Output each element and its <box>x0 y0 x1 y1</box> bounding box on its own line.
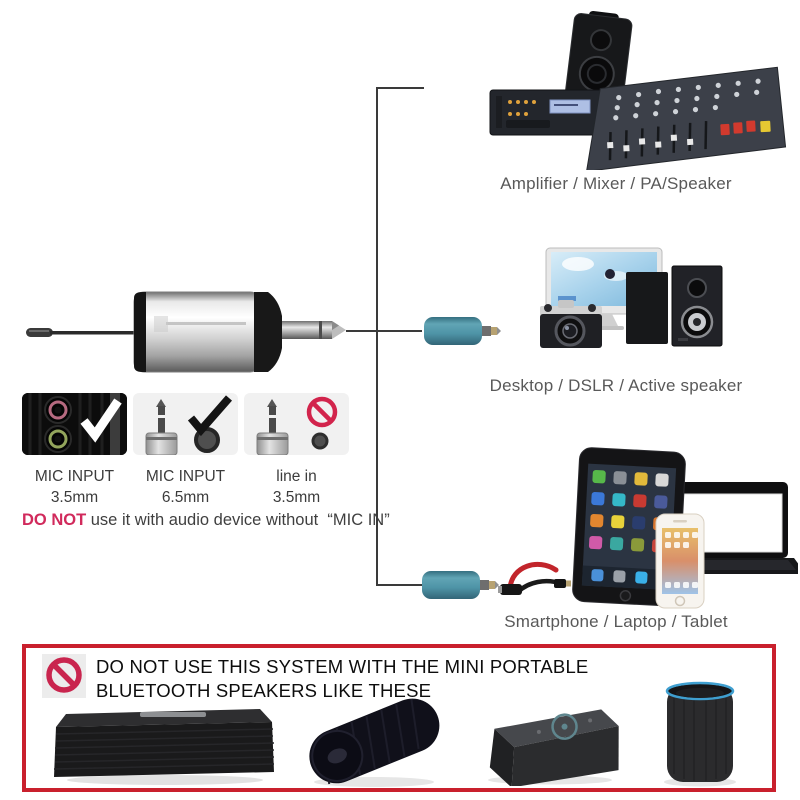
desktop-dslr-speaker-image <box>540 247 723 348</box>
antenna <box>26 328 142 337</box>
cylindrical-bluetooth-speaker-icon <box>309 698 440 787</box>
branch-line-amplifier <box>376 87 424 89</box>
prohibited-icon <box>42 654 86 698</box>
label-mic-input-3-5mm: MIC INPUT 3.5mm <box>34 468 115 506</box>
prohibited-icon <box>306 396 338 428</box>
mic-in-warning: DO NOT use it with audio device without … <box>22 511 390 530</box>
plug-and-small-port-photo <box>256 396 338 455</box>
smartphone-laptop-tablet-image <box>572 447 798 609</box>
check-icon <box>80 398 122 443</box>
bracket-vertical-line <box>376 87 378 586</box>
plug-and-port-photo <box>145 395 233 455</box>
label-mic-input-6-5mm: MIC INPUT 6.5mm <box>145 468 226 506</box>
smart-speaker-cylinder-icon <box>664 681 736 787</box>
panel-mic-input-6-5mm <box>133 393 238 455</box>
bookshelf-speakers-icon <box>626 265 723 347</box>
amplifier-mixer-pa-image <box>489 10 787 170</box>
pc-audio-jacks-photo <box>22 393 127 455</box>
caption-desktop: Desktop / DSLR / Active speaker <box>466 376 766 396</box>
bluetooth-warning-line1: DO NOT USE THIS SYSTEM WITH THE MINI POR… <box>96 656 589 677</box>
panel-mic-input-3-5mm <box>22 393 127 455</box>
check-icon <box>187 395 233 437</box>
caption-amplifier-label: Amplifier / Mixer / PA/Speaker <box>500 174 732 193</box>
portable-box-speaker-icon <box>488 709 619 786</box>
label-line-in-3-5mm: line in 3.5mm <box>272 468 321 506</box>
adapter-3-5mm-icon <box>422 571 499 599</box>
receiver-body <box>133 291 282 373</box>
caption-smartphone: Smartphone / Laptop / Tablet <box>466 612 766 632</box>
dslr-camera-icon <box>540 300 602 348</box>
soundbar-bluetooth-speaker-icon <box>53 709 275 785</box>
wireless-receiver-icon <box>26 291 346 373</box>
branch-line-desktop <box>346 330 422 332</box>
bluetooth-warning-text: DO NOT USE THIS SYSTEM WITH THE MINI POR… <box>96 655 588 703</box>
mic-in-warning-rest: use it with audio device without “MIC IN… <box>86 511 390 529</box>
branch-line-smartphone <box>376 584 424 586</box>
bluetooth-warning-line2: BLUETOOTH SPEAKERS LIKE THESE <box>96 680 432 701</box>
adapter-3-5mm-icon <box>424 317 501 345</box>
smartphone-icon <box>655 513 705 609</box>
quarter-inch-plug <box>282 321 346 339</box>
caption-smartphone-label: Smartphone / Laptop / Tablet <box>504 612 728 631</box>
caption-desktop-label: Desktop / DSLR / Active speaker <box>489 376 743 395</box>
mic-in-warning-prefix: DO NOT <box>22 511 87 529</box>
y-splitter-cable-icon <box>498 561 571 595</box>
panel-line-in-3-5mm <box>244 393 349 455</box>
bluetooth-warning-box: DO NOT USE THIS SYSTEM WITH THE MINI POR… <box>22 644 776 792</box>
caption-amplifier: Amplifier / Mixer / PA/Speaker <box>466 174 766 194</box>
mixing-console-icon <box>585 66 787 170</box>
